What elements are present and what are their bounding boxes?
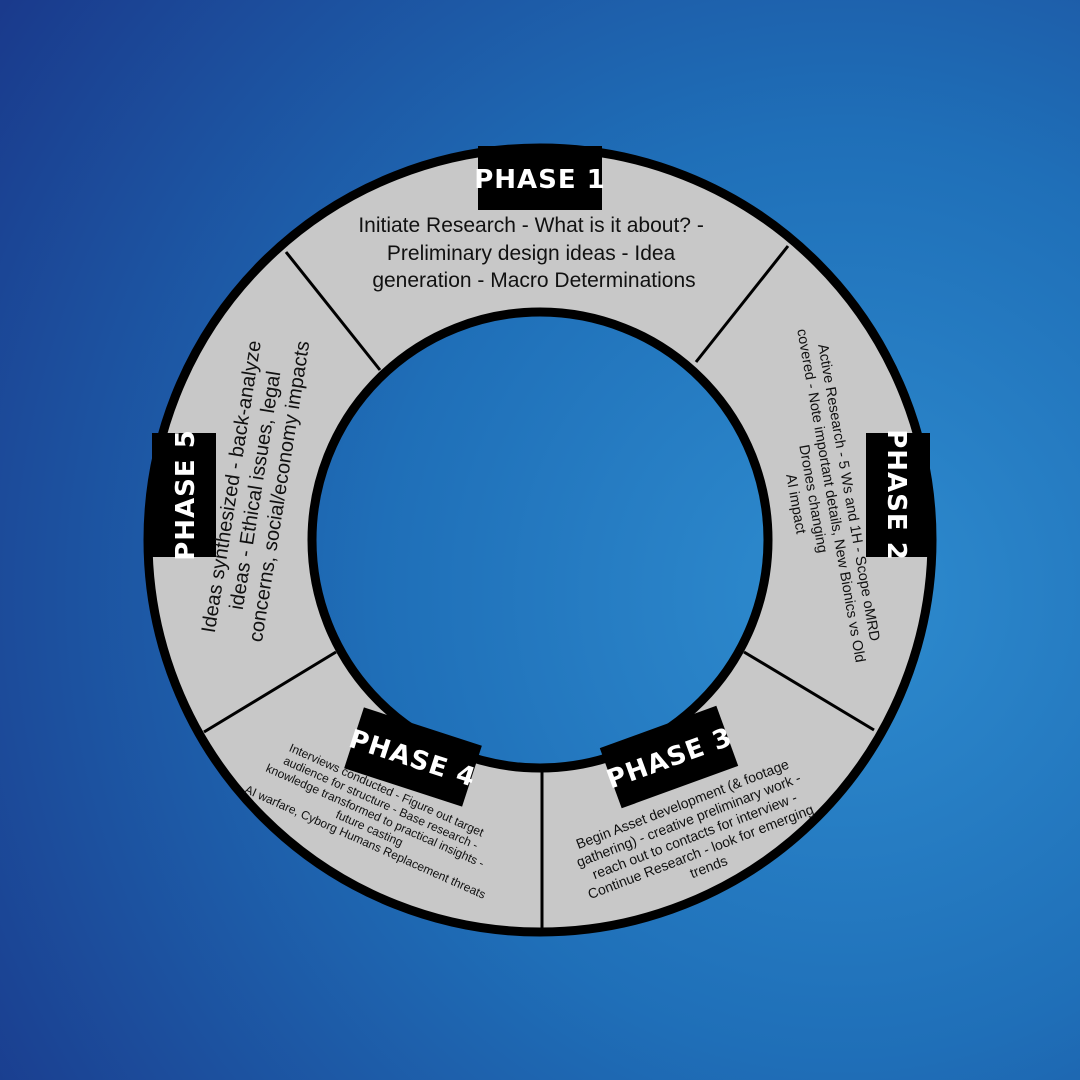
phase-1-description: Initiate Research - What is it about? - … (358, 214, 709, 292)
phase-5-label-box: PHASE 5 (152, 429, 216, 561)
phase-1-label: PHASE 1 (474, 165, 606, 195)
phase-2-label: PHASE 2 (881, 429, 911, 561)
phase-1: PHASE 1 Initiate Research - What is it a… (358, 146, 709, 292)
ring-band (148, 148, 932, 932)
phase-1-label-box: PHASE 1 (474, 146, 606, 210)
divider-4-5 (203, 650, 337, 734)
phase-5-label: PHASE 5 (171, 429, 201, 561)
divider-2-3 (743, 650, 875, 732)
divider-1-2 (694, 245, 790, 363)
divider-1-5 (284, 251, 382, 371)
phase-2-label-box: PHASE 2 (866, 429, 930, 561)
ring-inner-edge (307, 307, 773, 773)
